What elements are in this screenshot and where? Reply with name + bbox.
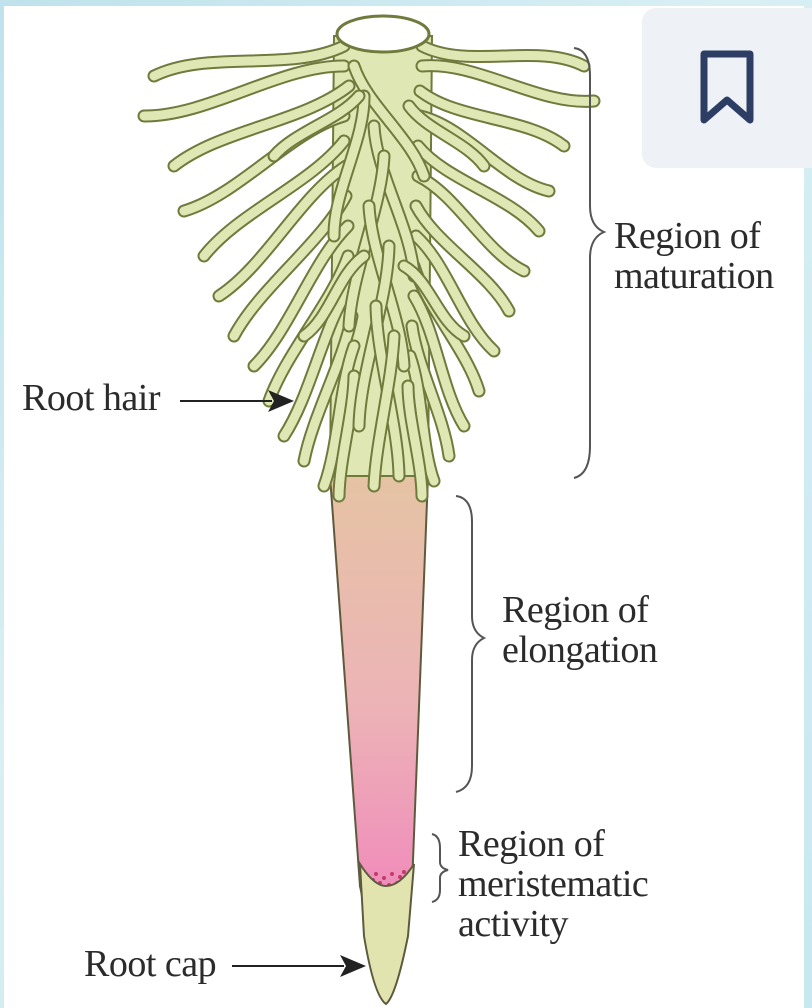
- meristematic-label-line-3: activity: [458, 904, 648, 944]
- root-cap-label: Root cap: [84, 944, 216, 984]
- root-cap-shape: [360, 864, 414, 1004]
- root-cap-arrow: [232, 955, 366, 977]
- root-hair: [422, 66, 594, 102]
- elongation-brace: [456, 496, 484, 792]
- elongation-zone: [330, 476, 428, 886]
- meristematic-label-line-2: meristematic: [458, 864, 648, 904]
- elongation-label-line-1: Region of: [502, 590, 657, 630]
- root-hair-label: Root hair: [22, 378, 160, 418]
- meristematic-brace: [432, 834, 448, 902]
- cut-surface: [337, 16, 429, 52]
- elongation-label: Region of elongation: [502, 590, 657, 670]
- meristematic-label: Region of meristematic activity: [458, 824, 648, 944]
- elongation-label-line-2: elongation: [502, 630, 657, 670]
- bookmark-icon: [698, 48, 756, 128]
- maturation-label-line-1: Region of: [614, 216, 774, 256]
- meristematic-label-line-1: Region of: [458, 824, 648, 864]
- maturation-brace: [574, 48, 604, 478]
- bookmark-button[interactable]: [642, 8, 812, 168]
- maturation-label-line-2: maturation: [614, 256, 774, 296]
- maturation-label: Region of maturation: [614, 216, 774, 296]
